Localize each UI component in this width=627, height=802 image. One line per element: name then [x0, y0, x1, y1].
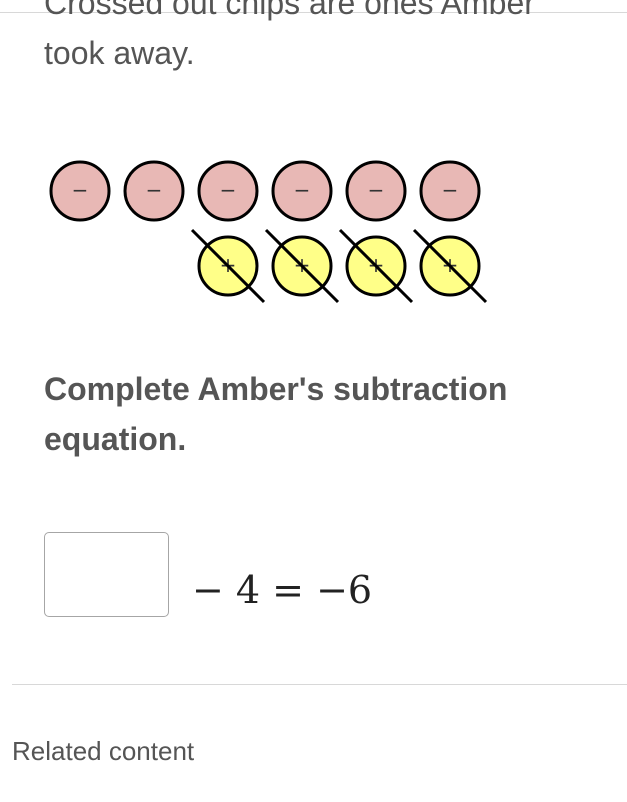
positive-chips-row: ++++ — [190, 228, 488, 304]
answer-input[interactable] — [44, 532, 169, 617]
prompt-line-1: Crossed out chips are ones Amber — [44, 0, 535, 21]
cross-out-line — [190, 228, 266, 304]
negative-chip: − — [197, 160, 259, 222]
positive-chip: + — [190, 228, 266, 304]
negative-chips-row: −−−−−− — [49, 160, 481, 222]
positive-chip: + — [338, 228, 414, 304]
negative-chip: − — [271, 160, 333, 222]
chip-sign-label: − — [220, 178, 237, 202]
cross-out-line — [412, 228, 488, 304]
question-text: Complete Amber's subtraction equation. — [44, 371, 508, 457]
related-content-heading: Related content — [12, 736, 195, 766]
negative-chip: − — [49, 160, 111, 222]
negative-chip: − — [345, 160, 407, 222]
chip-sign-label: − — [146, 178, 163, 202]
equation-rest: − 4 = −6 — [192, 568, 373, 612]
section-divider — [12, 684, 627, 685]
prompt-line-2: took away. — [44, 35, 195, 71]
chip-sign-label: − — [294, 178, 311, 202]
negative-chip: − — [419, 160, 481, 222]
cross-out-line — [338, 228, 414, 304]
chip-sign-label: − — [368, 178, 385, 202]
prompt-text: Crossed out chips are ones Amber took awa… — [44, 0, 604, 78]
chip-sign-label: − — [72, 178, 89, 202]
integer-chips-diagram: −−−−−− ++++ — [49, 160, 488, 304]
chip-sign-label: − — [442, 178, 459, 202]
negative-chip: − — [123, 160, 185, 222]
cross-out-line — [264, 228, 340, 304]
top-divider — [0, 12, 627, 13]
positive-chip: + — [412, 228, 488, 304]
positive-chip: + — [264, 228, 340, 304]
